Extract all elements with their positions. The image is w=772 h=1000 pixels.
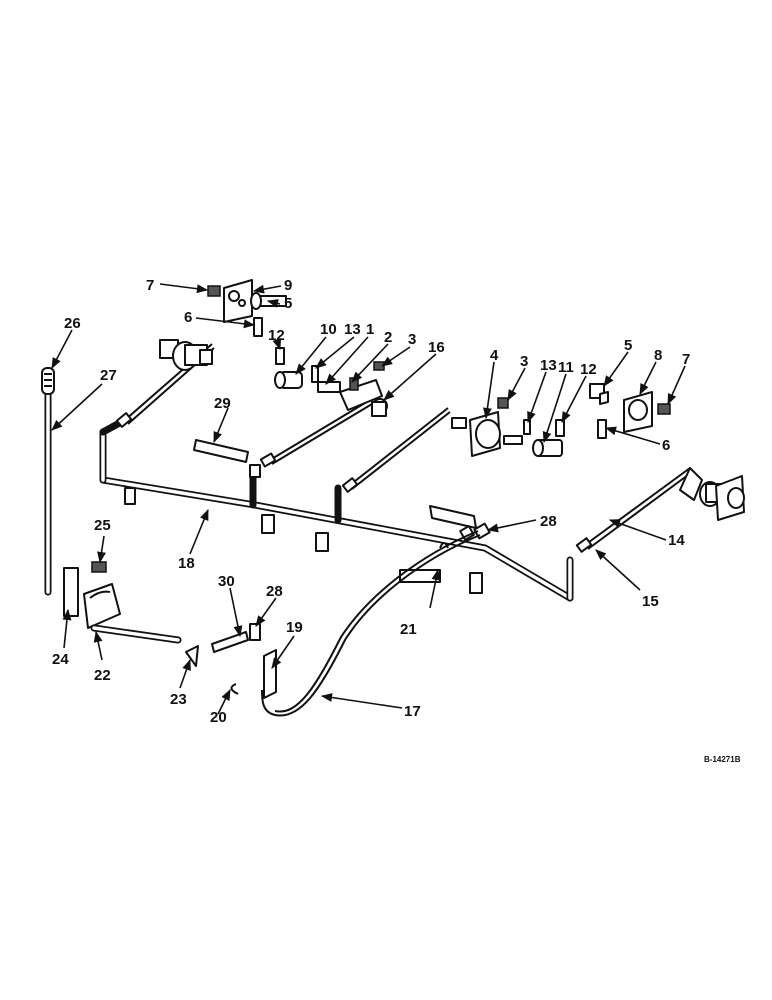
callout-5-left: 5	[284, 295, 292, 312]
callout-20: 20	[210, 709, 227, 726]
callout-15: 15	[642, 593, 659, 610]
callout-25: 25	[94, 517, 111, 534]
callout-4: 4	[490, 347, 499, 364]
callout-12-left: 12	[268, 327, 285, 344]
callout-10: 10	[320, 321, 337, 338]
leader-lines	[51, 283, 686, 715]
callout-16: 16	[428, 339, 445, 356]
callout-13-left: 13	[344, 321, 361, 338]
callout-26: 26	[64, 315, 81, 332]
control-lever-group	[41, 367, 277, 699]
callout-27: 27	[100, 367, 117, 384]
callout-3-right: 3	[520, 353, 528, 370]
center-pivot-parts	[274, 347, 388, 417]
callout-24: 24	[52, 651, 69, 668]
callout-30: 30	[218, 573, 235, 590]
callout-6-right: 6	[662, 437, 670, 454]
bracket-29	[193, 439, 249, 463]
callout-28-lower: 28	[266, 583, 283, 600]
callout-29: 29	[214, 395, 231, 412]
callout-18: 18	[178, 555, 195, 572]
callout-17: 17	[404, 703, 421, 720]
callout-11: 11	[558, 359, 574, 376]
callout-6-left: 6	[184, 309, 192, 326]
pivot-assembly-4	[451, 397, 565, 457]
callout-13-right: 13	[540, 357, 557, 374]
callout-7-right: 7	[682, 351, 690, 368]
callout-2: 2	[384, 329, 392, 346]
control-cable	[261, 530, 481, 717]
callout-1: 1	[366, 321, 374, 338]
callout-5-right: 5	[624, 337, 632, 354]
callout-8: 8	[654, 347, 662, 364]
callout-labels: 7 9 5 6 12 10 13 1 2 3 16 4 3 13 11 12 5…	[52, 277, 741, 764]
callout-28-right: 28	[540, 513, 557, 530]
drawing-number: B-14271B	[704, 755, 741, 764]
callout-22: 22	[94, 667, 111, 684]
callout-19: 19	[286, 619, 303, 636]
callout-23: 23	[170, 691, 187, 708]
main-shaft	[99, 416, 574, 602]
callout-9: 9	[284, 277, 292, 294]
callout-21: 21	[400, 621, 417, 638]
right-end-assembly	[679, 467, 745, 521]
callout-3-left: 3	[408, 331, 416, 348]
left-pivot-assembly	[159, 339, 213, 371]
callout-7-left: 7	[146, 277, 154, 294]
bracket-8	[589, 383, 671, 439]
callout-14: 14	[668, 532, 685, 549]
callout-12-right: 12	[580, 361, 597, 378]
